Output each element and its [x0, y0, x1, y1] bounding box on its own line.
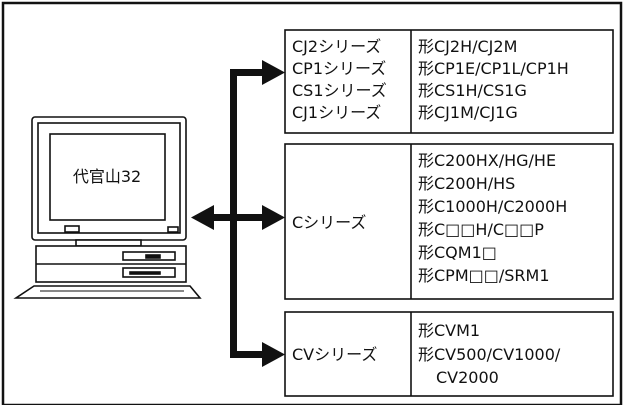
series-label: CJ1シリーズ	[292, 103, 381, 122]
screen-label: 代官山32	[73, 167, 141, 186]
series-label: CS1シリーズ	[292, 81, 387, 100]
arrow-right-icon	[262, 205, 285, 230]
model-label: 形C200H/HS	[418, 174, 515, 193]
branch-line-middle	[212, 214, 264, 221]
group-box-3	[284, 311, 614, 397]
model-label: 形C200HX/HG/HE	[418, 151, 556, 170]
model-label: 形CQM1□	[418, 243, 497, 262]
model-label: 形CV500/CV1000/	[418, 345, 561, 364]
connection-lines	[191, 60, 285, 367]
model-label: 形CVM1	[418, 321, 480, 340]
model-label: 形C1000H/C2000H	[418, 197, 567, 216]
branch-line-bottom	[230, 351, 264, 358]
model-label: 形CP1E/CP1L/CP1H	[418, 59, 569, 78]
arrow-left-icon	[191, 205, 214, 230]
series-label: CJ2シリーズ	[292, 37, 381, 56]
monitor-button-icon	[167, 226, 179, 233]
model-label: 形CJ2H/CJ2M	[418, 37, 517, 56]
series-label: CVシリーズ	[292, 345, 377, 364]
series-label: Cシリーズ	[292, 213, 366, 232]
model-label: 形CPM□□/SRM1	[418, 266, 550, 285]
arrow-right-icon	[262, 60, 285, 85]
series-label: CP1シリーズ	[292, 59, 386, 78]
keyboard-icon	[13, 285, 202, 299]
model-label: CV2000	[436, 368, 499, 387]
drive-slot	[129, 271, 161, 275]
model-label: 形CJ1M/CJ1G	[418, 103, 518, 122]
drive-slot	[145, 254, 161, 259]
monitor-screen	[49, 133, 166, 221]
branch-line-top	[230, 69, 264, 76]
monitor-button-icon	[64, 225, 80, 233]
monitor-inner-bezel	[37, 122, 181, 234]
trunk-line	[230, 69, 237, 358]
computer-icon	[13, 116, 202, 299]
model-label: 形C□□H/C□□P	[418, 220, 544, 239]
arrow-right-icon	[262, 342, 285, 367]
group-box-1	[284, 29, 614, 134]
monitor-stand	[75, 239, 142, 247]
group-box-2	[284, 143, 614, 300]
model-label: 形CS1H/CS1G	[418, 81, 527, 100]
